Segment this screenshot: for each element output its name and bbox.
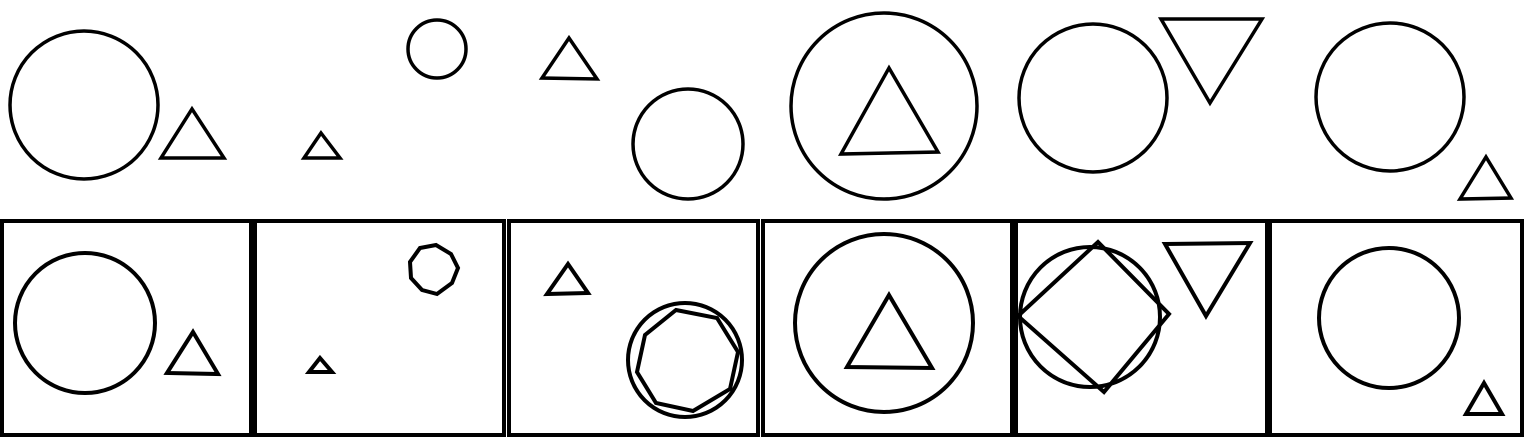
bottom-panel-6 [1317,246,1506,416]
circle-shape [626,301,744,419]
circle-shape [1317,246,1461,390]
bottom-panel-frame-5 [1014,219,1269,437]
top-panel-6 [1314,21,1515,201]
triangle-shape [157,105,228,160]
bottom-row [0,219,1524,437]
square-shape [1015,239,1172,395]
circle-shape [1018,245,1162,389]
circle-shape [793,232,975,414]
triangle-shape [843,291,936,371]
top-panel-5 [1017,17,1266,174]
circle-shape [631,87,745,201]
octagon-shape [634,307,741,414]
triangle-shape [304,354,337,374]
bottom-panel-frame-6 [1268,219,1524,437]
circle-shape [406,18,468,80]
octagon-shape [407,242,461,297]
triangle-shape [543,260,592,297]
bottom-panel-5 [1015,239,1254,395]
circle-shape [1017,22,1169,174]
top-panel-3 [538,34,745,201]
circle-shape [13,251,157,395]
bottom-panel-frame-4 [761,219,1014,437]
bottom-panel-frame-1 [0,219,253,437]
bottom-panel-frame-2 [253,219,506,437]
triangle-shape [1462,379,1506,416]
triangle-shape [538,34,601,81]
triangle-shape [300,130,344,160]
circle-shape [8,29,160,181]
bottom-panel-3 [543,260,744,419]
bottom-panel-4 [793,232,975,414]
circle-shape [789,11,979,201]
top-panel-2 [300,18,468,160]
top-panel-4 [789,11,979,201]
bottom-panel-2 [304,242,461,374]
bottom-panel-frame-3 [507,219,760,437]
circle-shape [1314,21,1466,173]
triangle-shape [1456,153,1515,201]
top-panel-1 [8,29,228,181]
triangle-shape [163,328,222,377]
triangle-shape [837,64,942,156]
triangle-shape [1161,240,1254,320]
top-row [8,11,1515,201]
bottom-panel-1 [13,251,222,395]
triangle-shape [1157,17,1266,107]
